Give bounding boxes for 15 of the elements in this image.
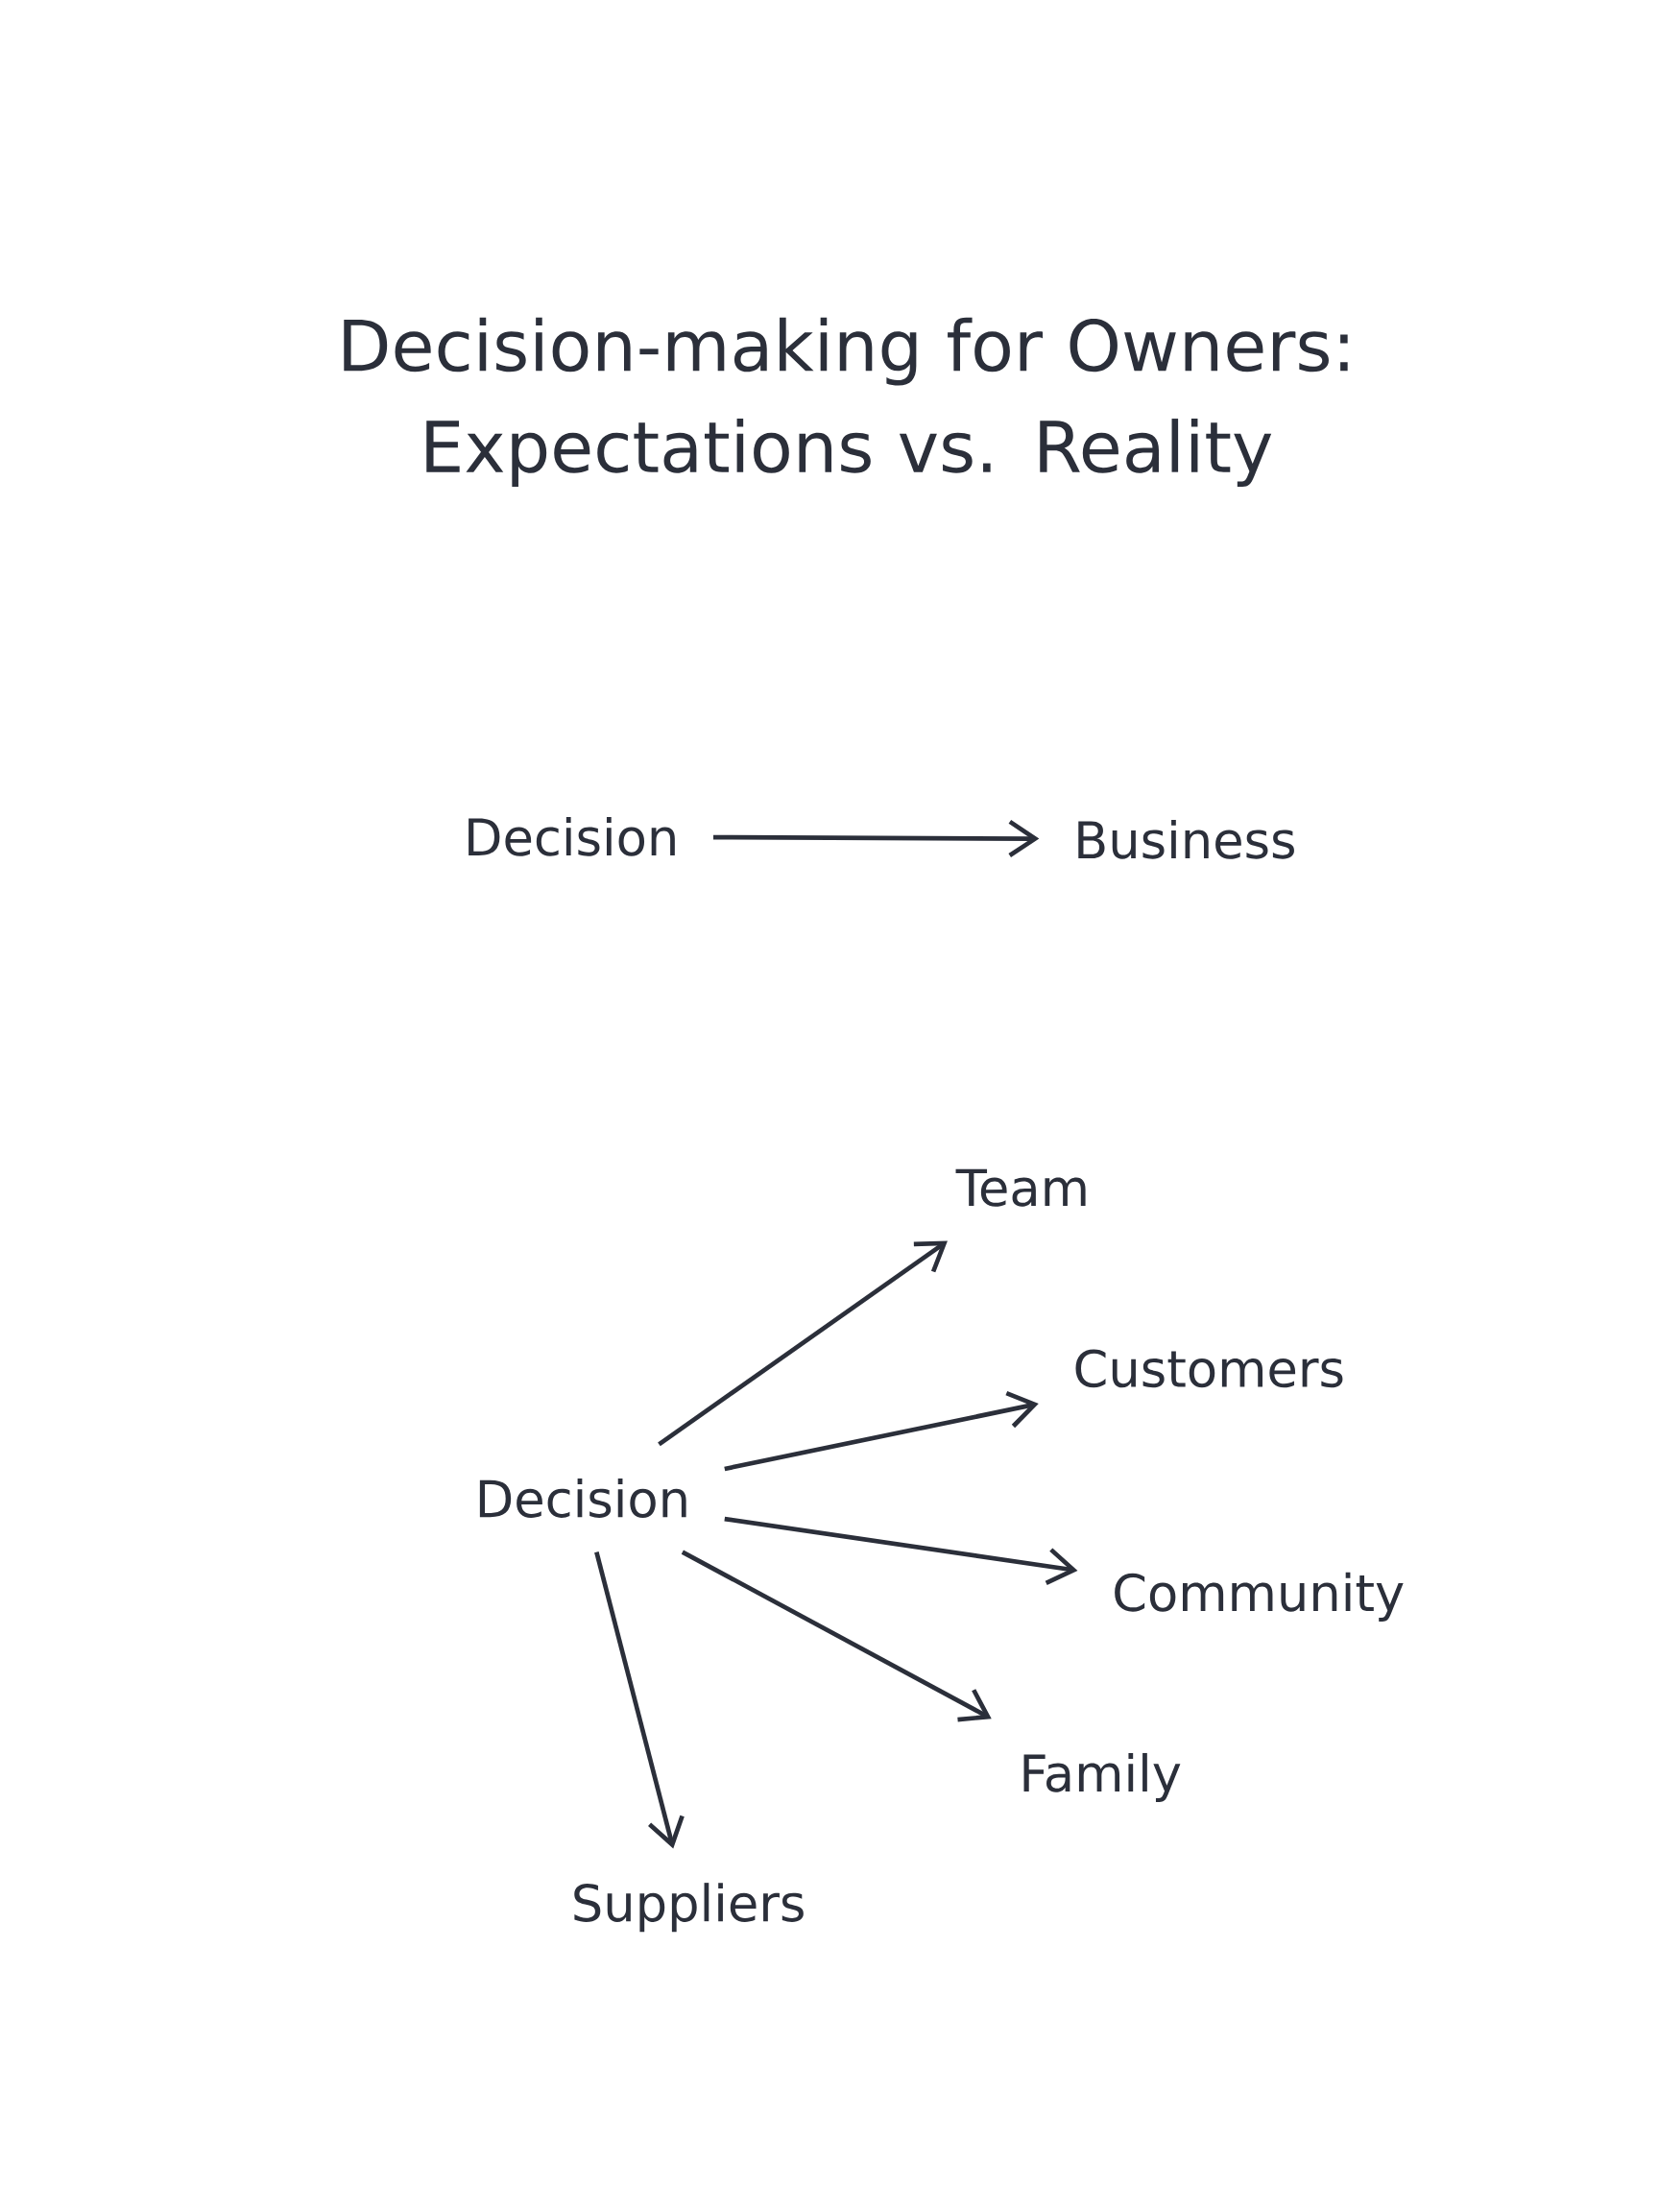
node-label: Suppliers [574, 1883, 804, 1933]
node-label: Community [1115, 1572, 1404, 1622]
arrow [681, 1550, 992, 1722]
arrow [724, 1390, 1039, 1472]
node-label: Business [1078, 819, 1294, 859]
arrow [594, 1551, 685, 1849]
node-label: Customers [1075, 1349, 1343, 1388]
title: Decision-making for Owners: Expectations vs. Reality [344, 317, 1348, 487]
arrow [658, 1240, 948, 1447]
node-label: Decision [469, 816, 675, 856]
arrow [724, 1516, 1078, 1585]
node-label: Family [1023, 1752, 1181, 1802]
node-label: Team [955, 1168, 1086, 1207]
node-label: Decision [479, 1479, 686, 1518]
arrow [713, 819, 1040, 857]
